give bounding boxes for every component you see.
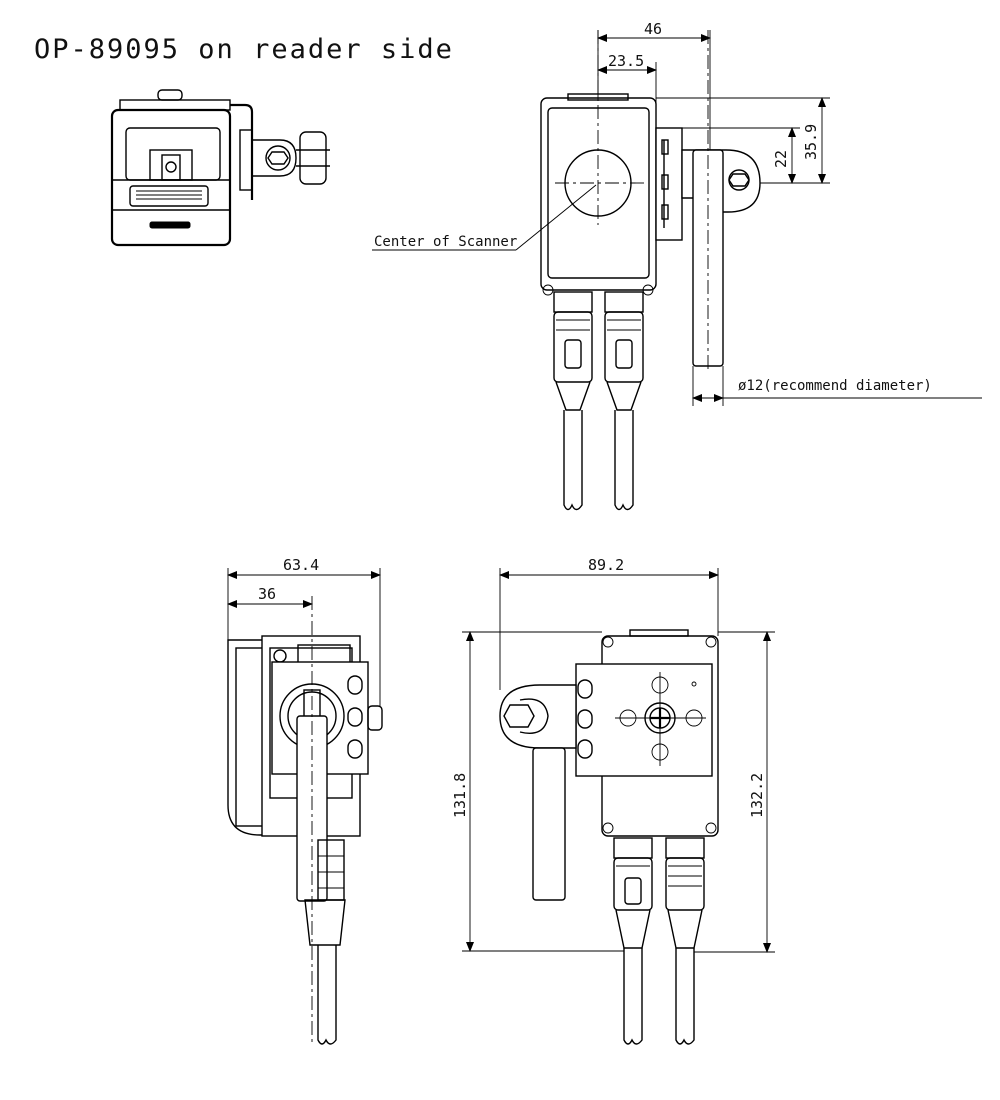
dim-top-center-offset: 23.5	[608, 52, 644, 70]
callout-rod-diameter: ø12(recommend diameter)	[738, 378, 932, 394]
dim-left-height: 131.8	[451, 773, 469, 818]
dim-top-right-height-small: 22	[772, 150, 790, 168]
drawing-title: OP-89095 on reader side	[34, 34, 454, 65]
view-front-top-right: 46 23.5 22 35.9 Center of Scanner ø12(re…	[372, 20, 982, 511]
dim-side-width-total: 63.4	[283, 556, 319, 574]
dim-top-right-height-large: 35.9	[802, 124, 820, 160]
view-reader-side-small	[110, 89, 330, 247]
view-rear-bottom-right: 89.2 131.8 132.2	[451, 556, 775, 1045]
dim-top-total-width: 46	[644, 20, 662, 38]
dim-bottom-width: 89.2	[588, 556, 624, 574]
dim-side-width-center: 36	[258, 585, 276, 603]
view-side-bottom-left: 63.4 36	[227, 556, 383, 1045]
dim-right-height: 132.2	[748, 773, 766, 818]
callout-center-of-scanner: Center of Scanner	[374, 234, 517, 250]
